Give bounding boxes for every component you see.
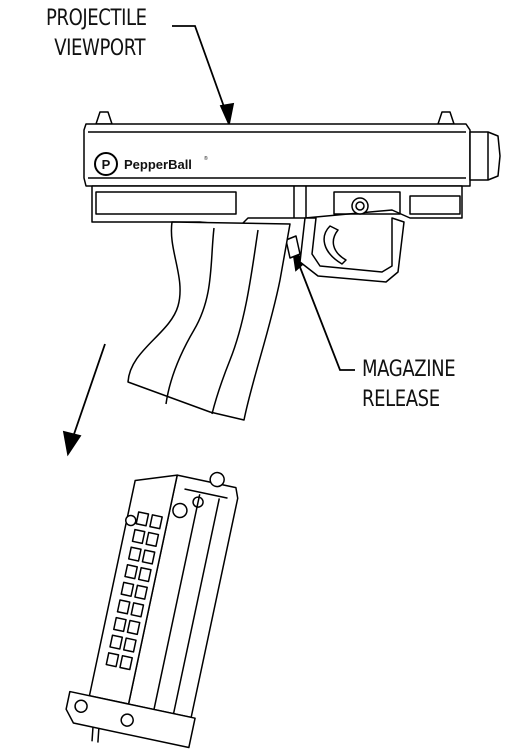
pepperball-logo: P PepperBall ® [94,152,208,176]
pistol [83,111,501,421]
muzzle [469,131,501,181]
brand-trademark: ® [204,155,208,162]
slide [83,123,471,187]
frame [91,185,463,227]
magazine-release-button [285,235,301,259]
logo-letter: P [102,157,111,172]
magazine [65,471,239,749]
logo-circle [94,152,118,176]
projectile-viewport-leader [172,25,235,127]
rear-sight [95,111,113,125]
brand-name: PepperBall [124,157,192,172]
magazine-removal-arrow [62,343,106,457]
trigger [323,225,347,265]
grip [127,221,291,421]
magazine-release-line2: RELEASE [362,387,440,412]
projectile-viewport-label: PROJECTILE VIEWPORT [46,4,147,64]
magazine-release-line1: MAGAZINE [362,357,456,382]
magazine-windows [105,511,163,671]
projectile-viewport-line2: VIEWPORT [54,36,146,61]
trigger-guard [299,217,405,283]
front-sight [437,111,455,125]
magazine-release-label: MAGAZINE RELEASE [362,355,456,415]
projectile-viewport-line1: PROJECTILE [46,6,147,31]
